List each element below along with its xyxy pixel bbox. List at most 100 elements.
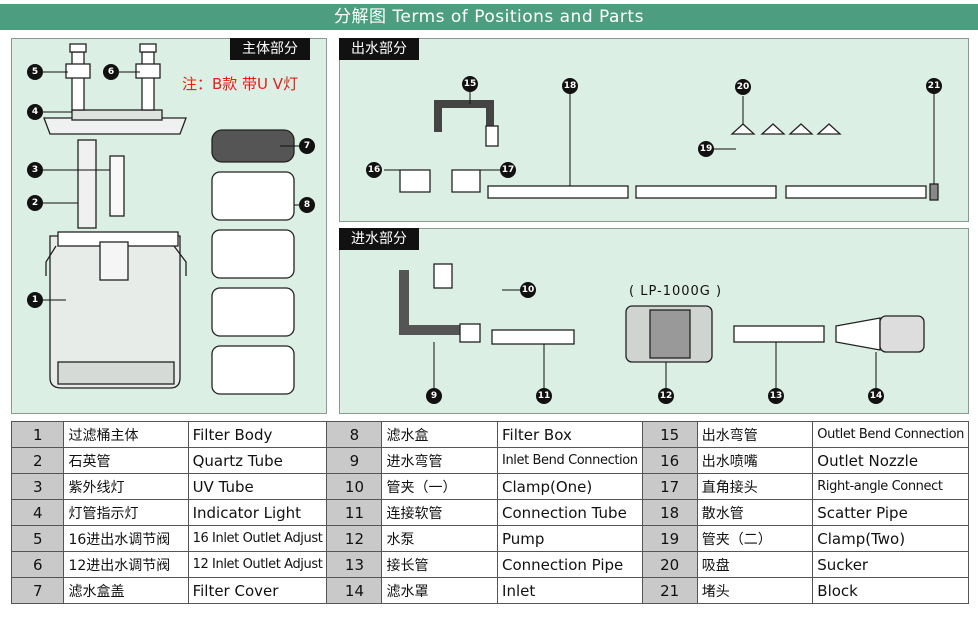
part-name-zh: 紫外线灯 [63, 473, 189, 500]
part-number: 17 [641, 473, 698, 500]
part-name-en: Filter Body [187, 421, 328, 448]
part-name-en: Outlet Bend Connection [812, 421, 969, 448]
part-name-zh: 滤水盒 [381, 421, 499, 448]
table-row: 5 16进出水调节阀 16 Inlet Outlet Adjust 12 水泵 … [10, 525, 969, 552]
part-name-zh: 管夹（一） [381, 473, 499, 500]
table-row: 2 石英管 Quartz Tube 9 进水弯管 Inlet Bend Conn… [10, 447, 969, 474]
lid-drawing [43, 43, 187, 135]
part-name-en: Inlet Bend Connection [497, 447, 643, 474]
callout-13: 13 [768, 388, 784, 404]
part-name-en: Clamp(Two) [812, 525, 969, 552]
part-number: 8 [326, 421, 383, 448]
part-name-en: Block [812, 577, 969, 604]
part-name-en: Scatter Pipe [812, 499, 969, 526]
callout-17: 17 [500, 162, 516, 178]
part-number: 5 [10, 525, 65, 552]
callout-10: 10 [520, 282, 536, 298]
part-number: 3 [10, 473, 65, 500]
part-number: 2 [10, 447, 65, 474]
callout-2: 2 [27, 195, 43, 211]
part-name-zh: 散水管 [696, 499, 814, 526]
callout-7: 7 [299, 138, 315, 154]
part-name-en: 12 Inlet Outlet Adjust [187, 551, 328, 578]
quartz-tube-drawing [77, 139, 97, 229]
part-name-zh: 12进出水调节阀 [63, 551, 189, 578]
part-name-en: Quartz Tube [187, 447, 328, 474]
uv-note: 注：B款 带U V灯 [182, 75, 299, 93]
inlet-bend-drawing [399, 270, 460, 335]
part-name-zh: 堵头 [696, 577, 814, 604]
table-row: 1 过滤桶主体 Filter Body 8 滤水盒 Filter Box 15 … [10, 421, 969, 448]
callout-3: 3 [27, 162, 43, 178]
callout-4: 4 [27, 104, 43, 120]
callout-1: 1 [27, 292, 43, 308]
connection-pipe-drawing [733, 325, 825, 343]
suckers-drawing [730, 123, 842, 135]
table-row: 6 12进出水调节阀 12 Inlet Outlet Adjust 13 接长管… [10, 551, 969, 578]
callout-9: 9 [426, 388, 442, 404]
part-number: 12 [326, 525, 383, 552]
part-name-zh: 接长管 [381, 551, 499, 578]
part-name-en: Sucker [812, 551, 969, 578]
part-name-zh: 直角接头 [696, 473, 814, 500]
outlet-panel-label: 出水部分 [339, 38, 419, 60]
table-row: 4 灯管指示灯 Indicator Light 11 连接软管 Connecti… [10, 499, 969, 526]
part-number: 4 [10, 499, 65, 526]
table-row: 7 滤水盒盖 Filter Cover 14 滤水罩 Inlet 21 堵头 B… [10, 577, 969, 604]
part-name-zh: 16进出水调节阀 [63, 525, 189, 552]
part-name-en: Filter Cover [187, 577, 328, 604]
uv-tube-drawing [109, 155, 125, 217]
part-name-zh: 滤水罩 [381, 577, 499, 604]
part-name-zh: 石英管 [63, 447, 189, 474]
part-name-zh: 管夹（二） [696, 525, 814, 552]
part-name-zh: 连接软管 [381, 499, 499, 526]
part-name-en: Right-angle Connect [812, 473, 969, 500]
part-name-en: Indicator Light [187, 499, 328, 526]
part-name-zh: 吸盘 [696, 551, 814, 578]
callout-6: 6 [103, 64, 119, 80]
part-name-zh: 滤水盒盖 [63, 577, 189, 604]
part-name-en: Connection Pipe [497, 551, 643, 578]
callout-14: 14 [868, 388, 884, 404]
callout-11: 11 [536, 388, 552, 404]
part-number: 15 [641, 421, 698, 448]
part-name-zh: 灯管指示灯 [63, 499, 189, 526]
part-name-en: Inlet [497, 577, 643, 604]
part-name-en: UV Tube [187, 473, 328, 500]
callout-15: 15 [462, 76, 478, 92]
part-number: 11 [326, 499, 383, 526]
part-name-en: Pump [497, 525, 643, 552]
part-number: 9 [326, 447, 383, 474]
part-number: 6 [10, 551, 65, 578]
callout-20: 20 [735, 79, 751, 95]
part-number: 10 [326, 473, 383, 500]
part-number: 14 [326, 577, 383, 604]
pump-model-label: ( LP-1000G ) [629, 284, 723, 299]
part-number: 16 [641, 447, 698, 474]
part-name-zh: 出水喷嘴 [696, 447, 814, 474]
callout-5: 5 [27, 64, 43, 80]
table-row: 3 紫外线灯 UV Tube 10 管夹（一） Clamp(One) 17 直角… [10, 473, 969, 500]
filter-body-drawing [45, 231, 187, 389]
parts-table: 1 过滤桶主体 Filter Body 8 滤水盒 Filter Box 15 … [10, 421, 969, 604]
callout-12: 12 [658, 388, 674, 404]
main-body-panel-label: 主体部分 [230, 38, 310, 60]
callout-19: 19 [698, 141, 714, 157]
part-name-en: Clamp(One) [497, 473, 643, 500]
part-number: 19 [641, 525, 698, 552]
filter-boxes-drawing [211, 171, 295, 395]
part-name-zh: 过滤桶主体 [63, 421, 189, 448]
part-number: 13 [326, 551, 383, 578]
part-number: 21 [641, 577, 698, 604]
callout-8: 8 [299, 197, 315, 213]
outlet-bend-drawing [434, 100, 494, 132]
part-name-en: Outlet Nozzle [812, 447, 969, 474]
part-number: 20 [641, 551, 698, 578]
part-number: 1 [10, 421, 65, 448]
part-name-en: Filter Box [497, 421, 643, 448]
part-name-zh: 进水弯管 [381, 447, 499, 474]
inlet-panel-label: 进水部分 [339, 228, 419, 250]
part-name-en: 16 Inlet Outlet Adjust [187, 525, 328, 552]
part-number: 7 [10, 577, 65, 604]
